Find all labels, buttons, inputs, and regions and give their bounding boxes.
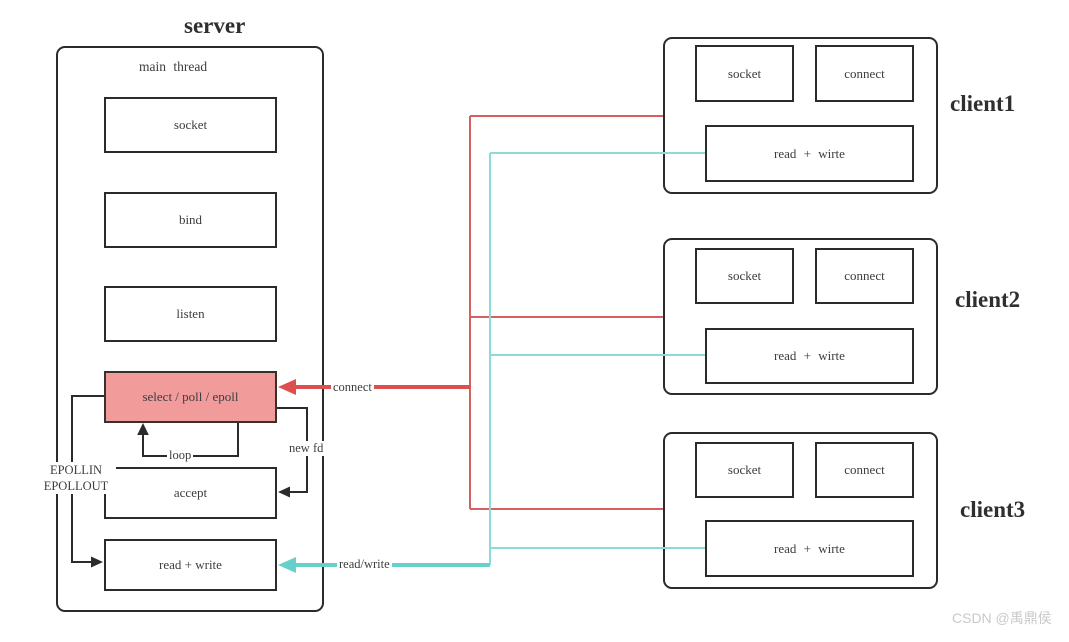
- client2-container: [663, 238, 938, 395]
- epoll-events-annotation: EPOLLIN EPOLLOUT: [36, 462, 116, 494]
- server-select-label: select / poll / epoll: [142, 389, 239, 404]
- client2-socket-box: socket: [695, 248, 794, 304]
- client1-read-write-label: read + wirte: [774, 145, 845, 161]
- server-container: [56, 46, 324, 612]
- client1-title: client1: [950, 91, 1016, 116]
- client1-socket-box: socket: [695, 45, 794, 102]
- client1-container: [663, 37, 938, 194]
- server-listen-label: listen: [176, 306, 205, 321]
- client2-read-write-box: read + wirte: [705, 328, 914, 384]
- server-title: server: [184, 13, 246, 38]
- client3-title: client3: [960, 497, 1026, 522]
- main-thread-label: main thread: [139, 59, 208, 74]
- client2-connect-label: connect: [844, 268, 885, 283]
- csdn-watermark: CSDN @禹鼎侯: [952, 610, 1052, 626]
- client1-connect-box: connect: [815, 45, 914, 102]
- client3-connect-box: connect: [815, 442, 914, 498]
- client3-socket-label: socket: [727, 462, 762, 477]
- new-fd-label: new fd: [287, 441, 326, 456]
- client3-container: [663, 432, 938, 589]
- server-socket-label: socket: [173, 117, 208, 132]
- server-read-write-label: read + write: [159, 557, 222, 572]
- client1-read-write-box: read + wirte: [705, 125, 914, 182]
- server-select-poll-epoll-box: select / poll / epoll: [104, 371, 277, 423]
- server-listen-box: listen: [104, 286, 277, 342]
- client2-read-write-label: read + wirte: [774, 348, 845, 363]
- client2-socket-label: socket: [727, 268, 762, 283]
- read-write-edge-label: read/write: [337, 557, 392, 572]
- client3-connect-label: connect: [844, 462, 885, 477]
- connect-edge-label: connect: [331, 380, 374, 395]
- client2-title: client2: [955, 287, 1021, 312]
- server-accept-box: accept: [104, 467, 277, 519]
- client1-connect-label: connect: [844, 65, 885, 81]
- server-accept-label: accept: [173, 485, 208, 500]
- epollin-label: EPOLLIN: [49, 463, 103, 477]
- epollout-label: EPOLLOUT: [43, 479, 109, 493]
- server-read-write-box: read + write: [104, 539, 277, 591]
- client3-read-write-label: read + wirte: [774, 540, 845, 556]
- client3-socket-box: socket: [695, 442, 794, 498]
- server-socket-box: socket: [104, 97, 277, 153]
- client3-read-write-box: read + wirte: [705, 520, 914, 577]
- server-bind-label: bind: [178, 212, 203, 227]
- loop-label: loop: [167, 448, 194, 463]
- client2-connect-box: connect: [815, 248, 914, 304]
- server-bind-box: bind: [104, 192, 277, 248]
- client1-socket-label: socket: [727, 65, 762, 81]
